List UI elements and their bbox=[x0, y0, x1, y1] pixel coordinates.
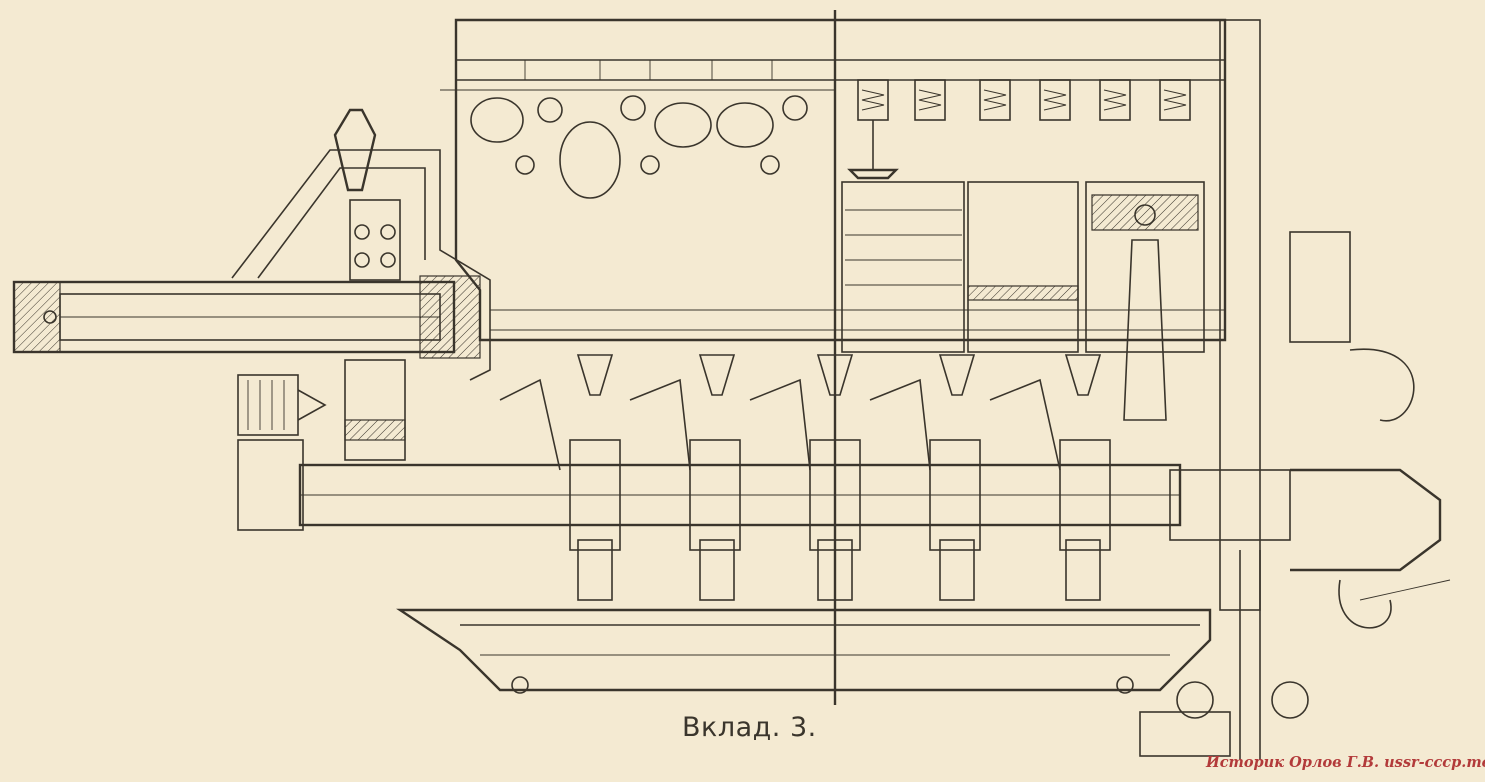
figure-caption: Вклад. 3. bbox=[682, 712, 817, 743]
main-bearings bbox=[576, 354, 1102, 601]
valve-train bbox=[847, 79, 1191, 180]
intake-ports bbox=[470, 60, 808, 199]
oil-sump bbox=[396, 608, 1212, 694]
reduction-gear-housing bbox=[231, 108, 491, 461]
watermark-text: Историк Орлов Г.В. ussr-cccp.moy.su bbox=[1206, 754, 1485, 771]
propeller-shaft bbox=[12, 275, 481, 359]
cylinders bbox=[841, 181, 1205, 421]
magneto-drive bbox=[237, 374, 327, 531]
crankshaft bbox=[298, 378, 1182, 551]
supercharger bbox=[1139, 19, 1451, 760]
cylinder-block bbox=[440, 18, 1227, 342]
